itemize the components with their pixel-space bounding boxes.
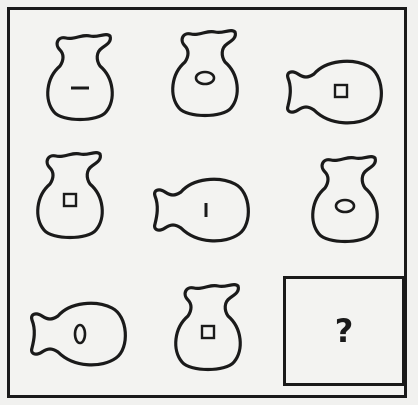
- cell-r2c1: [38, 153, 103, 238]
- jug-lying-shape: [32, 303, 126, 365]
- oval-mark: [196, 72, 214, 84]
- cell-r3c1: [32, 303, 126, 365]
- jug-upright-shape: [48, 35, 113, 120]
- square-mark: [64, 194, 76, 206]
- answer-box[interactable]: ?: [283, 276, 405, 386]
- zero-mark: [75, 325, 85, 343]
- cell-r2c2: [155, 179, 249, 241]
- cell-r1c1: [48, 35, 113, 120]
- cell-r1c2: [173, 31, 238, 116]
- oval-mark: [336, 200, 354, 212]
- cell-r3c2: [176, 285, 241, 370]
- square-mark: [202, 326, 214, 338]
- cell-r1c3: [288, 61, 382, 123]
- jug-lying-shape: [155, 179, 249, 241]
- square-mark: [335, 85, 347, 97]
- question-mark: ?: [335, 312, 354, 350]
- cell-r2c3: [313, 157, 378, 242]
